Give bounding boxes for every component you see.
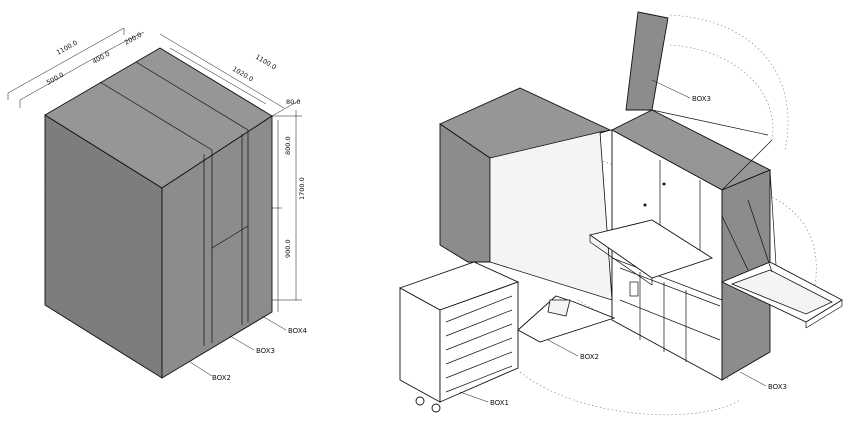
desk-surface xyxy=(588,219,714,279)
cart-wheel-left xyxy=(415,396,425,406)
cart-wheel-right xyxy=(431,403,441,413)
open-label-box2: BOX2 xyxy=(580,353,599,361)
closed-dimension-lines xyxy=(7,27,302,312)
closed-side-face xyxy=(161,115,273,379)
closed-label-box3: BOX3 xyxy=(256,347,275,355)
closed-label-box2: BOX2 xyxy=(212,374,231,382)
open-label-box3-bottom: BOX3 xyxy=(768,383,787,391)
left-door-side xyxy=(439,123,491,263)
open-label-box1: BOX1 xyxy=(490,399,509,407)
dim-900: 900.0 xyxy=(284,239,292,258)
dim-80: 80.0 xyxy=(286,98,300,106)
top-flap xyxy=(625,11,669,111)
dim-1700: 1700.0 xyxy=(298,177,306,200)
closed-label-box4: BOX4 xyxy=(288,327,308,335)
pegboard xyxy=(492,137,607,322)
dim-400: 400.0 xyxy=(91,50,111,66)
dim-200: 200.0 xyxy=(123,31,143,47)
closed-cabinet-view: 1100.0 400.0 200.0 500.0 1020.0 1100.0 8… xyxy=(7,27,308,382)
dim-800: 800.0 xyxy=(284,136,292,155)
dim-1100-left: 1100.0 xyxy=(55,39,79,57)
dim-1100-right: 1100.0 xyxy=(254,53,278,72)
open-cabinet-view: BOX3 BOX1 BOX2 BOX3 xyxy=(398,11,843,416)
dim-1020: 1020.0 xyxy=(231,65,255,84)
open-label-box3-top: BOX3 xyxy=(692,95,711,103)
dim-500: 500.0 xyxy=(45,71,65,87)
cart-front xyxy=(439,281,519,403)
